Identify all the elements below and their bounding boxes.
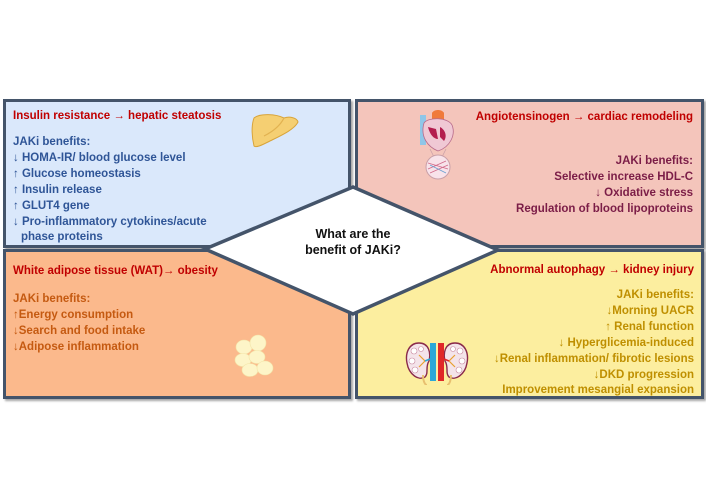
- benefit-item: ↓Renal inflammation/ fibrotic lesions: [493, 352, 694, 365]
- benefit-item: phase proteins: [21, 231, 103, 244]
- panel-title: White adipose tissue (WAT)→ obesity: [13, 265, 218, 277]
- benefit-item: ↓ Pro-inflammatory cytokines/acute: [13, 215, 207, 228]
- benefit-heading: JAKi benefits:: [615, 155, 693, 167]
- benefit-item: ↓Search and food intake: [13, 324, 146, 337]
- benefit-item: ↑ GLUT4 gene: [13, 199, 90, 212]
- panel-kidney-injury: Abnormal autophagy → kidney injury JAKi …: [355, 249, 704, 399]
- benefit-list: JAKi benefits: ↑Energy consumption ↓Sear…: [13, 292, 145, 356]
- benefit-list: JAKi benefits: ↓Morning UACR ↑ Renal fun…: [494, 288, 694, 399]
- panel-title: Insulin resistance → hepatic steatosis: [13, 110, 222, 122]
- heart-icon: [420, 110, 454, 180]
- benefit-item: ↑ Glucose homeostasis: [13, 167, 141, 180]
- question-line: What are the: [315, 227, 391, 241]
- benefit-item: ↓ HOMA-IR/ blood glucose level: [13, 151, 186, 164]
- benefit-item: ↑ Renal function: [605, 320, 694, 333]
- benefit-item: Improvement mesangial expansion: [502, 384, 694, 397]
- benefit-item: ↑ Insulin release: [13, 183, 102, 196]
- benefit-heading: JAKi benefits:: [13, 136, 91, 148]
- center-question: What are the benefit of JAKi?: [253, 226, 453, 258]
- benefit-item: ↓ Hyperglicemia-induced: [558, 336, 694, 349]
- panel-insulin-resistance: Insulin resistance → hepatic steatosis J…: [3, 99, 351, 248]
- question-line: benefit of JAKi?: [305, 243, 401, 257]
- panel-title: Abnormal autophagy → kidney injury: [490, 264, 694, 276]
- kidneys-icon: [405, 342, 469, 385]
- panel-obesity: White adipose tissue (WAT)→ obesity JAKi…: [3, 249, 351, 399]
- benefit-item: ↓DKD progression: [593, 368, 694, 381]
- benefit-item: Regulation of blood lipoproteins: [516, 202, 693, 215]
- benefit-heading: JAKi benefits:: [616, 289, 694, 301]
- benefit-item: Selective increase HDL-C: [554, 170, 693, 183]
- panel-title: Angiotensinogen → cardiac remodeling: [475, 111, 693, 123]
- benefit-list: JAKi benefits: ↓ HOMA-IR/ blood glucose …: [13, 135, 207, 246]
- benefit-item: ↓Morning UACR: [606, 304, 694, 317]
- benefit-list: JAKi benefits: Selective increase HDL-C …: [516, 154, 693, 218]
- liver-icon: [251, 114, 299, 148]
- benefit-item: ↓Adipose inflammation: [13, 340, 139, 353]
- benefit-item: ↓ Oxidative stress: [595, 186, 693, 199]
- benefit-heading: JAKi benefits:: [13, 293, 91, 305]
- adipocytes-icon: [234, 334, 274, 377]
- benefit-item: ↑Energy consumption: [13, 308, 134, 321]
